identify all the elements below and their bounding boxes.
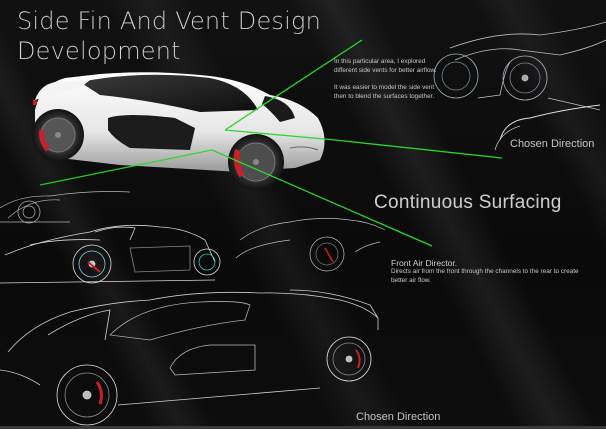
sketch-top-right <box>433 21 606 151</box>
title-line-1: Side Fin And Vent Design <box>17 7 321 35</box>
hero-render <box>32 72 325 190</box>
sketch-left-small <box>0 191 131 224</box>
callout-line-front-left <box>39 149 213 186</box>
front-air-director-note: Front Air Director. Directs air from the… <box>391 258 591 285</box>
side-vent-note-paragraph: It was easier to model the side vent the… <box>334 84 435 100</box>
sketch-left-medium <box>0 224 221 284</box>
side-vent-note: In this particular area, I explored diff… <box>334 58 444 110</box>
sketch-center <box>235 218 386 272</box>
callout-line-vent-up <box>224 39 363 131</box>
front-air-director-heading: Front Air Director. <box>391 258 458 268</box>
section-heading: Continuous Surfacing <box>374 192 562 213</box>
bottom-bar <box>0 426 606 429</box>
chosen-direction-label-top: Chosen Direction <box>510 138 595 150</box>
page-title: Side Fin And Vent Design Development <box>17 6 321 66</box>
front-air-director-body: Directs air from the front through the c… <box>391 268 579 284</box>
side-vent-note-paragraph: In this particular area, I explored diff… <box>334 58 437 74</box>
title-line-2: Development <box>17 37 181 65</box>
callout-lines <box>39 39 503 247</box>
callout-line-front-air <box>211 149 433 247</box>
sketch-bottom <box>0 289 379 426</box>
chosen-direction-label-bottom: Chosen Direction <box>356 411 441 423</box>
callout-line-chosen-direction <box>224 129 503 159</box>
